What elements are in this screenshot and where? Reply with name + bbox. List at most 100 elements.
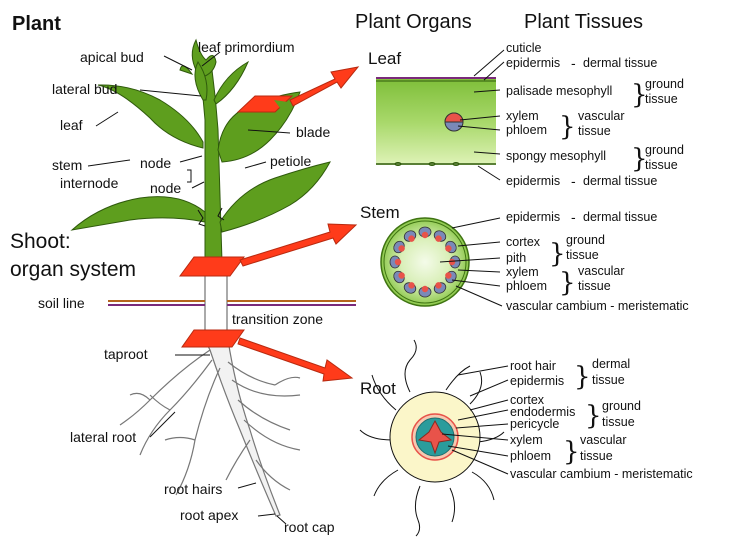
transition-zone-shape xyxy=(204,275,228,335)
leaf-cuticle: cuticle xyxy=(506,41,541,55)
label-node-lower: node xyxy=(150,180,181,196)
leaf-phloem: phloem xyxy=(506,123,547,137)
vascular-bundle xyxy=(418,285,432,298)
leaf-vascular-2: tissue xyxy=(578,124,611,138)
vascular-bundle xyxy=(445,240,457,254)
root-dermal-1: dermal xyxy=(592,357,630,371)
root-system xyxy=(119,339,301,517)
stem-tissue-text: epidermis - dermal tissue cortex pith } … xyxy=(506,209,689,313)
label-leaf: leaf xyxy=(60,117,83,133)
root-phloem: phloem xyxy=(510,449,551,463)
leaf-tissue-text: cuticle epidermis - dermal tissue palisa… xyxy=(506,41,684,189)
blade-shape xyxy=(217,91,301,163)
label-lateral-root: lateral root xyxy=(70,429,136,445)
label-taproot: taproot xyxy=(104,346,148,362)
leaf-ground-a2: tissue xyxy=(645,92,678,106)
label-root-cap: root cap xyxy=(284,519,335,535)
organ-root: Root xyxy=(360,379,396,398)
leaf-ground-a1: ground xyxy=(645,77,684,91)
stem-ground-1: ground xyxy=(566,233,605,247)
leaf-dash-2: - xyxy=(571,173,576,189)
leaf-ground-b1: ground xyxy=(645,143,684,157)
plant-shoot xyxy=(70,38,331,263)
section-planes xyxy=(179,95,294,348)
leaf-ground-b2: tissue xyxy=(645,158,678,172)
root-cambium: vascular cambium - meristematic xyxy=(510,467,693,481)
leaf-lower-left xyxy=(70,196,206,231)
brace-stem-vascular: } xyxy=(559,268,576,298)
root-dermal-2: tissue xyxy=(592,373,625,387)
leaf-palisade: palisade mesophyll xyxy=(506,84,612,98)
vascular-bundle xyxy=(393,240,405,254)
root-vascular-2: tissue xyxy=(580,449,613,463)
label-apical-bud: apical bud xyxy=(80,49,144,65)
stem-dash: - xyxy=(571,209,576,225)
root-ground-2: tissue xyxy=(602,415,635,429)
leaf-dermal-1: dermal tissue xyxy=(583,56,657,70)
label-organ-system: organ system xyxy=(10,258,136,281)
label-shoot: Shoot: xyxy=(10,230,71,253)
organ-leaf: Leaf xyxy=(368,49,401,68)
leaf-left-shape xyxy=(97,84,204,149)
root-epidermis: epidermis xyxy=(510,374,564,388)
vascular-bundle xyxy=(418,226,432,239)
leader-lines xyxy=(87,49,509,525)
organ-text: Plant Organs Plant Tissues Leaf Stem Roo… xyxy=(355,11,643,398)
label-stem: stem xyxy=(52,157,82,173)
brace-stem-ground: } xyxy=(549,239,566,269)
stem-phloem: phloem xyxy=(506,279,547,293)
stem-vascular-2: tissue xyxy=(578,279,611,293)
leaf-epidermis-top: epidermis xyxy=(506,56,560,70)
root-ground-1: ground xyxy=(602,399,641,413)
vascular-bundles xyxy=(389,226,461,298)
brace-leaf-ground-a: } xyxy=(631,80,648,110)
brace-root-vascular: } xyxy=(563,437,580,467)
stem-cambium: vascular cambium - meristematic xyxy=(506,299,689,313)
organ-arrows xyxy=(237,66,360,382)
label-petiole: petiole xyxy=(270,153,311,169)
vascular-bundle xyxy=(393,270,405,284)
stem-epidermis: epidermis xyxy=(506,210,560,224)
soil-line-shape xyxy=(108,300,356,306)
stem-ground-2: tissue xyxy=(566,248,599,262)
brace-leaf-ground-b: } xyxy=(631,144,648,174)
vascular-bundle xyxy=(389,255,402,269)
stem-cross-section xyxy=(380,217,470,307)
leaf-spongy: spongy mesophyll xyxy=(506,149,606,163)
lateral-bud-shape xyxy=(194,61,208,101)
label-root-apex: root apex xyxy=(180,507,238,523)
stem-dermal: dermal tissue xyxy=(583,210,657,224)
leaf-cross-section xyxy=(376,77,496,166)
root-root-hair: root hair xyxy=(510,359,556,373)
leaf-epidermis-bottom: epidermis xyxy=(506,174,560,188)
leaf-dash-1: - xyxy=(571,55,576,71)
root-xylem: xylem xyxy=(510,433,543,447)
label-internode: internode xyxy=(60,175,119,191)
leaf-xylem: xylem xyxy=(506,109,539,123)
leaf-vascular-1: vascular xyxy=(578,109,625,123)
stem-cortex: cortex xyxy=(506,235,541,249)
vascular-bundle xyxy=(433,230,447,242)
brace-root-dermal: } xyxy=(574,362,591,392)
vascular-bundle xyxy=(403,282,417,294)
stem-pith: pith xyxy=(506,251,526,265)
brace-leaf-vascular: } xyxy=(559,112,576,142)
label-soil-line: soil line xyxy=(38,295,85,311)
label-leaf-primordium: leaf primordium xyxy=(198,39,294,55)
label-root-hairs: root hairs xyxy=(164,481,222,497)
root-tissue-text: root hair epidermis } dermal tissue cort… xyxy=(510,357,693,481)
header-plant-organs: Plant Organs xyxy=(355,11,472,33)
vascular-bundle xyxy=(433,282,447,294)
root-endodermis: endodermis xyxy=(510,405,575,419)
vascular-bundle xyxy=(448,255,461,269)
root-cortex: cortex xyxy=(510,393,545,407)
label-lateral-bud: lateral bud xyxy=(52,81,117,97)
stem-xylem: xylem xyxy=(506,265,539,279)
label-transition-zone: transition zone xyxy=(232,311,323,327)
organ-stem: Stem xyxy=(360,203,400,222)
plant-text: Plant apical bud leaf primordium lateral… xyxy=(10,13,335,535)
leaf-dermal-2: dermal tissue xyxy=(583,174,657,188)
header-plant-tissues: Plant Tissues xyxy=(524,11,643,33)
